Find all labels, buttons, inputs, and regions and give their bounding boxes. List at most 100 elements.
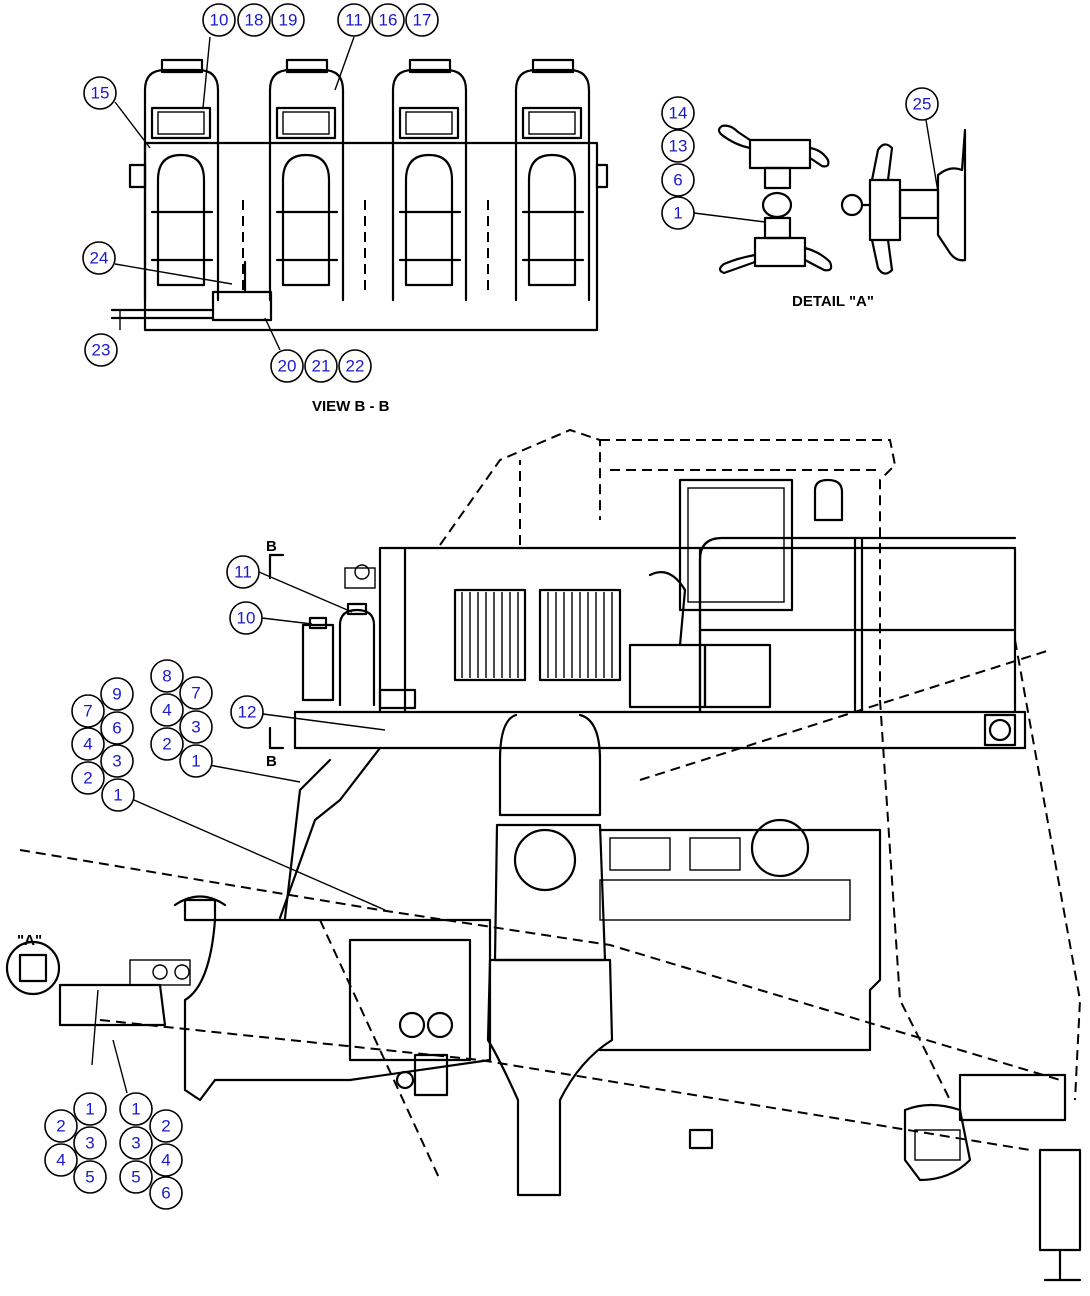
callout-5: 5: [73, 1160, 107, 1194]
callout-16: 16: [371, 3, 405, 37]
callout-2: 2: [44, 1109, 78, 1143]
callout-10: 10: [202, 3, 236, 37]
svg-text:4: 4: [161, 1151, 170, 1170]
svg-text:1: 1: [85, 1100, 94, 1119]
callout-7: 7: [179, 676, 213, 710]
svg-text:11: 11: [234, 563, 252, 582]
callout-17: 17: [405, 3, 439, 37]
svg-text:10: 10: [237, 609, 256, 628]
svg-text:22: 22: [346, 357, 365, 376]
callout-12: 12: [230, 695, 264, 729]
svg-text:21: 21: [312, 357, 331, 376]
svg-text:2: 2: [83, 769, 92, 788]
detail-a-drawing: [693, 119, 967, 275]
svg-text:24: 24: [90, 249, 109, 268]
callout-6: 6: [100, 711, 134, 745]
svg-text:19: 19: [279, 11, 298, 30]
callout-2: 2: [71, 761, 105, 795]
svg-text:6: 6: [673, 171, 682, 190]
svg-text:6: 6: [161, 1184, 170, 1203]
callout-24: 24: [82, 241, 116, 275]
section-b-bottom-label: B: [266, 753, 277, 770]
svg-text:5: 5: [85, 1168, 94, 1187]
section-b-top-label: B: [266, 538, 277, 555]
svg-text:6: 6: [112, 719, 121, 738]
callout-18: 18: [237, 3, 271, 37]
filter-canister: [391, 58, 468, 302]
callout-13: 13: [661, 129, 695, 163]
view-bb-drawing: [110, 36, 609, 351]
callout-2: 2: [150, 727, 184, 761]
callout-7: 7: [71, 694, 105, 728]
callout-6: 6: [149, 1176, 183, 1210]
svg-text:2: 2: [56, 1117, 65, 1136]
svg-text:9: 9: [112, 685, 121, 704]
callout-15: 15: [83, 76, 117, 110]
callout-20: 20: [270, 349, 304, 383]
svg-text:25: 25: [913, 95, 932, 114]
callout-3: 3: [73, 1126, 107, 1160]
callout-3: 3: [179, 710, 213, 744]
callout-1: 1: [101, 778, 135, 812]
detail-a-caption: DETAIL "A": [792, 293, 874, 310]
callout-1: 1: [73, 1092, 107, 1126]
svg-text:3: 3: [191, 718, 200, 737]
svg-text:4: 4: [56, 1151, 65, 1170]
svg-text:3: 3: [85, 1134, 94, 1153]
svg-text:10: 10: [210, 11, 229, 30]
callout-10: 10: [229, 601, 263, 635]
svg-text:4: 4: [162, 701, 171, 720]
callout-3: 3: [100, 744, 134, 778]
filter-canister: [268, 58, 345, 302]
radiator-grille: [453, 588, 527, 682]
machine-drawing: [5, 428, 1082, 1282]
callout-21: 21: [304, 349, 338, 383]
callout-22: 22: [338, 349, 372, 383]
svg-text:1: 1: [131, 1100, 140, 1119]
filter-canister: [514, 58, 591, 302]
svg-text:5: 5: [131, 1168, 140, 1187]
callout-1: 1: [661, 196, 695, 230]
detail-a-marker-label: "A": [17, 932, 42, 949]
svg-text:13: 13: [669, 137, 688, 156]
callout-6: 6: [661, 163, 695, 197]
callout-8: 8: [150, 659, 184, 693]
callout-4: 4: [71, 727, 105, 761]
svg-text:1: 1: [113, 786, 122, 805]
callout-4: 4: [149, 1143, 183, 1177]
filter-canister: [143, 58, 220, 302]
callout-2: 2: [149, 1109, 183, 1143]
svg-text:7: 7: [83, 702, 92, 721]
callout-9: 9: [100, 677, 134, 711]
view-bb-caption: VIEW B - B: [312, 398, 390, 415]
svg-text:3: 3: [131, 1134, 140, 1153]
callout-11: 11: [226, 555, 260, 589]
svg-text:11: 11: [345, 11, 363, 30]
callout-1: 1: [179, 744, 213, 778]
svg-text:16: 16: [379, 11, 398, 30]
svg-text:8: 8: [162, 667, 171, 686]
callout-1: 1: [119, 1092, 153, 1126]
svg-text:20: 20: [278, 357, 297, 376]
svg-text:4: 4: [83, 735, 92, 754]
svg-text:15: 15: [91, 84, 110, 103]
callout-19: 19: [271, 3, 305, 37]
callout-11: 11: [337, 3, 371, 37]
svg-text:17: 17: [413, 11, 432, 30]
callout-23: 23: [84, 333, 118, 367]
svg-text:7: 7: [191, 684, 200, 703]
svg-text:1: 1: [673, 204, 682, 223]
callout-4: 4: [150, 693, 184, 727]
svg-text:12: 12: [238, 703, 257, 722]
svg-text:23: 23: [92, 341, 111, 360]
svg-text:3: 3: [112, 752, 121, 771]
svg-text:14: 14: [669, 104, 688, 123]
callout-5: 5: [119, 1160, 153, 1194]
svg-text:18: 18: [245, 11, 264, 30]
callout-3: 3: [119, 1126, 153, 1160]
svg-text:2: 2: [161, 1117, 170, 1136]
callout-25: 25: [905, 87, 939, 121]
svg-text:2: 2: [162, 735, 171, 754]
